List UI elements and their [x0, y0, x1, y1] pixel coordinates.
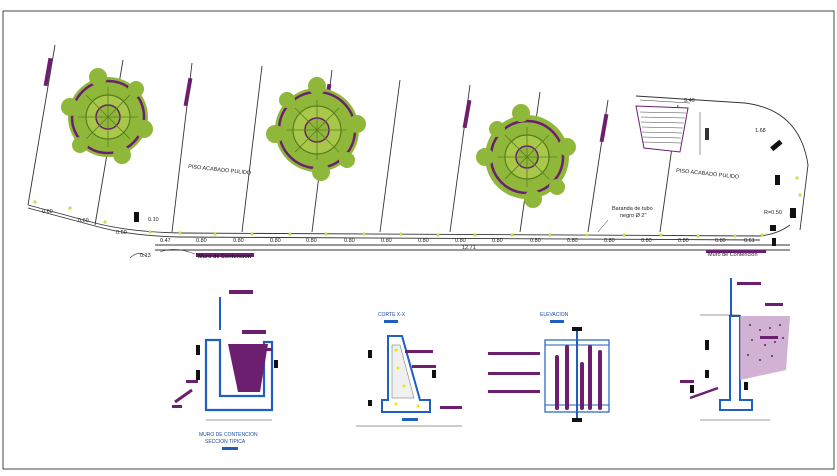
dim-e15: 0.80	[715, 238, 726, 244]
corte-title: CORTE X-X	[378, 312, 406, 318]
dim-e6: 0.80	[381, 238, 392, 244]
muro-title: MURO DE CONTENCION	[199, 432, 258, 438]
boundary-curve	[635, 95, 809, 231]
dim-a: 0.60	[42, 209, 53, 215]
piso-acabado-label-1: PISO ACABADO PULIDO	[188, 164, 252, 177]
muro-label-right: Muro de Contencion	[708, 252, 758, 258]
dim-total: 12.71	[462, 245, 476, 251]
dim-g: 0.10	[148, 217, 159, 223]
piso-acabado-label-2: PISO ACABADO PULIDO	[676, 168, 740, 181]
dim-top: 9.40	[684, 98, 695, 104]
tree-3	[476, 104, 576, 208]
plan-view: 0.60 0.60 0.60 0.47 0.80 0.80 0.80 0.80 …	[27, 44, 809, 260]
section-elevacion: ELEVACION	[488, 312, 610, 422]
dim-e14: 0.80	[678, 238, 689, 244]
baranda-label-1: Baranda de tubo	[612, 206, 653, 212]
baranda-label-2: negro Ø 2"	[620, 213, 646, 219]
dim-e10: 0.80	[530, 238, 541, 244]
radius-label: R=0.50	[764, 210, 782, 216]
tree-1	[61, 68, 153, 164]
dim-e3: 0.80	[270, 238, 281, 244]
tree-2	[266, 77, 366, 181]
dim-e11: 0.80	[567, 238, 578, 244]
dim-c: 0.60	[116, 230, 127, 236]
dim-e2: 0.80	[233, 238, 244, 244]
muro-label-left: Muro de Contencion	[198, 254, 252, 260]
elevacion-title: ELEVACION	[540, 312, 569, 318]
dim-b: 0.60	[78, 218, 89, 224]
dim-i: 1.68	[755, 128, 766, 134]
section-right-wall	[680, 278, 790, 421]
muro-subtitle: SECCION TIPICA	[205, 439, 246, 445]
dim-e8: 0.80	[455, 238, 466, 244]
dim-f: 0.61	[744, 238, 755, 244]
section-corte: CORTE X-X	[356, 312, 462, 427]
grill-detail	[635, 99, 709, 155]
dim-e1: 0.80	[196, 238, 207, 244]
dim-h: 0.13	[140, 253, 151, 259]
dim-e9: 0.80	[492, 238, 503, 244]
dim-e12: 0.80	[604, 238, 615, 244]
dim-e13: 0.80	[641, 238, 652, 244]
drawing-frame	[2, 10, 835, 470]
section-muro: MURO DE CONTENCION SECCION TIPICA	[172, 290, 278, 450]
dim-d: 0.47	[160, 238, 171, 244]
dim-e5: 0.80	[344, 238, 355, 244]
dim-e7: 0.80	[418, 238, 429, 244]
dim-e4: 0.80	[306, 238, 317, 244]
